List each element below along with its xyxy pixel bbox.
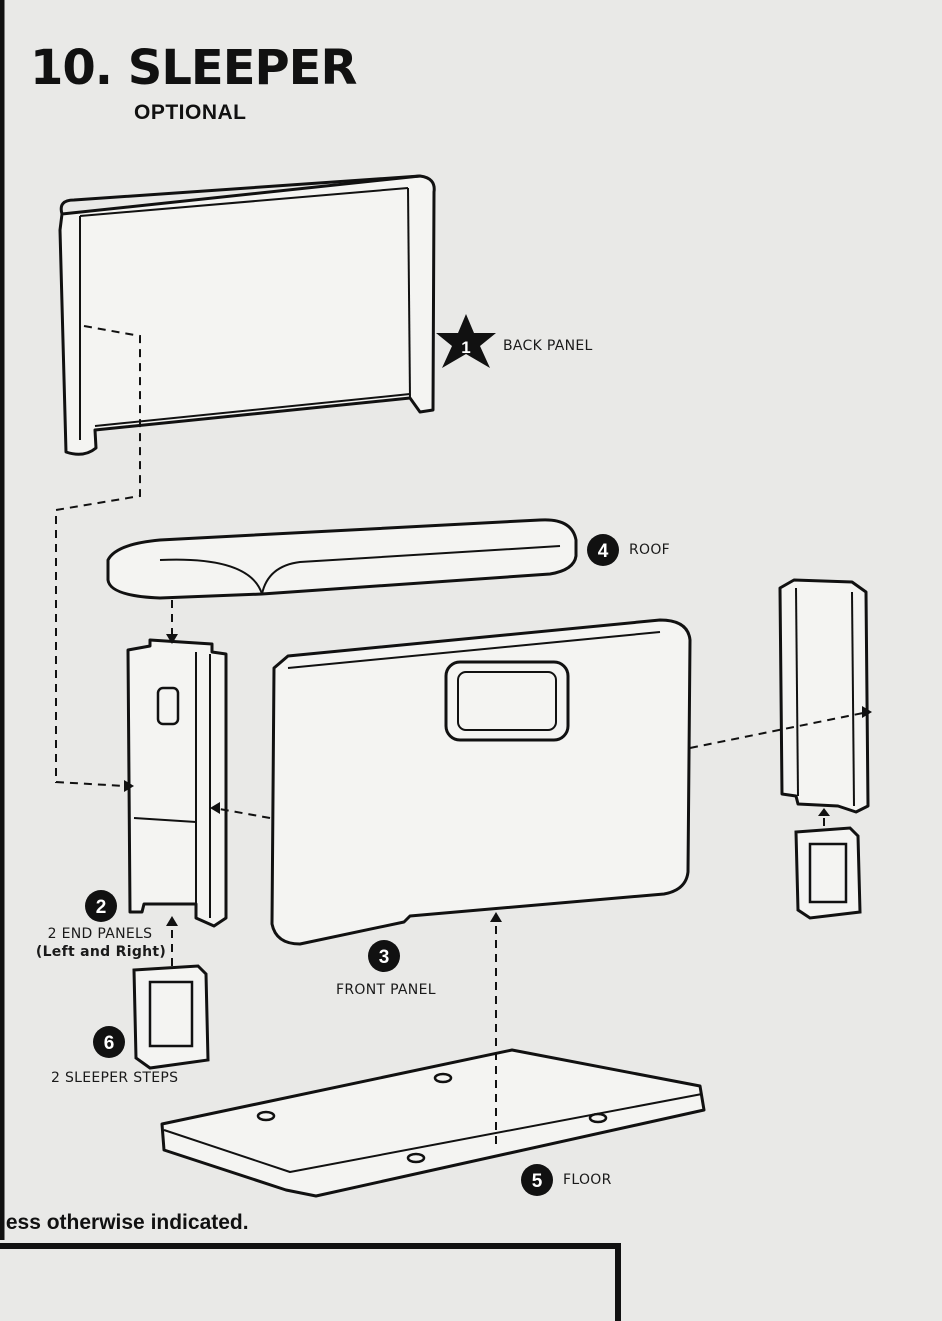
part-2-label-line2: (Left and Right) <box>35 944 167 960</box>
page-subtitle: OPTIONAL <box>134 101 247 124</box>
part-1-star-marker <box>436 314 496 368</box>
page-bottom-border <box>0 1243 621 1321</box>
front-panel-drawing <box>270 618 692 946</box>
part-4-label: ROOF <box>629 542 671 558</box>
footnote-text: less otherwise indicated. <box>0 1211 249 1234</box>
part-6-label: 2 SLEEPER STEPS <box>51 1070 179 1086</box>
back-panel-drawing <box>58 174 436 456</box>
page-title: 10. SLEEPER <box>30 40 357 96</box>
left-sleeper-step-drawing <box>132 964 210 1070</box>
part-4-number: 4 <box>598 541 609 562</box>
part-3-number: 3 <box>379 947 390 968</box>
part-4-circle-marker <box>587 534 619 566</box>
part-5-circle-marker <box>521 1164 553 1196</box>
part-3-circle-marker <box>368 940 400 972</box>
roof-drawing <box>106 518 578 600</box>
part-2-number: 2 <box>96 897 107 918</box>
left-end-panel-drawing <box>126 638 228 928</box>
part-5-label: FLOOR <box>563 1172 612 1188</box>
part-6-number: 6 <box>104 1033 115 1054</box>
part-1-number: 1 <box>461 338 470 357</box>
guide-arrowheads <box>124 634 872 926</box>
part-2-label: 2 END PANELS <box>47 926 153 942</box>
part-5-number: 5 <box>532 1171 543 1192</box>
part-6-circle-marker <box>93 1026 125 1058</box>
right-end-panel-drawing <box>778 578 870 814</box>
floor-drawing <box>160 1048 706 1198</box>
assembly-guide-lines <box>55 325 869 1144</box>
right-sleeper-step-drawing <box>794 826 862 920</box>
part-3-label: FRONT PANEL <box>336 982 436 998</box>
part-1-label: BACK PANEL <box>503 338 593 354</box>
part-2-circle-marker <box>85 890 117 922</box>
